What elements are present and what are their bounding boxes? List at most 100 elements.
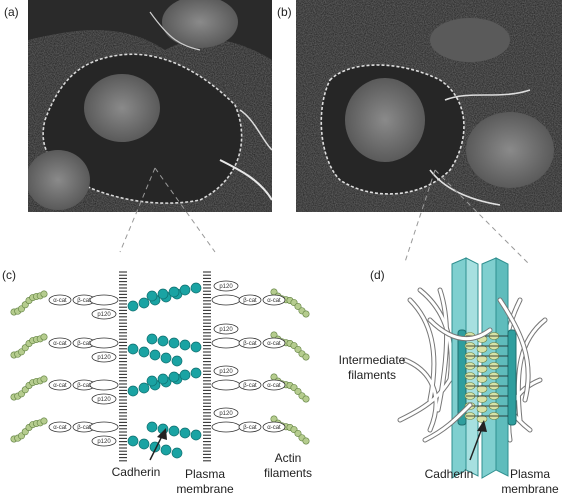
cadherin-bead bbox=[138, 382, 150, 394]
cadherin-bead bbox=[179, 427, 191, 439]
panel-label-c: (c) bbox=[2, 268, 16, 282]
actin-bead bbox=[40, 375, 48, 383]
catenin-label: α-cat bbox=[267, 341, 281, 347]
cadherin-bead bbox=[138, 297, 150, 309]
actin-bead bbox=[302, 353, 310, 361]
cadherin-bead bbox=[168, 337, 180, 349]
junction-rows: α-cat β-cat p120 p120 β-cat α-cat α-cat β-cat p1… bbox=[10, 280, 310, 459]
catenin-label: α-cat bbox=[53, 425, 67, 431]
diagram-c: α-cat β-cat p120 p120 β-cat α-cat α-cat β-cat p1… bbox=[10, 271, 312, 496]
cadherin-bead bbox=[190, 341, 202, 353]
p120-label: p120 bbox=[97, 439, 111, 445]
cadherin-arrow-d bbox=[469, 427, 483, 461]
catenin-oval bbox=[238, 337, 262, 349]
catenin-label: β-cat bbox=[77, 298, 91, 304]
catenin-oval bbox=[238, 421, 262, 433]
catenin-label: β-cat bbox=[77, 425, 91, 431]
label-intermediate-1: Intermediate bbox=[339, 353, 406, 367]
catenin-label: α-cat bbox=[53, 383, 67, 389]
desmosomal-cadherins bbox=[464, 332, 508, 423]
cadherin-bead bbox=[127, 343, 139, 355]
micrograph-b bbox=[296, 0, 562, 212]
p120-oval bbox=[213, 365, 239, 377]
p120-label: p120 bbox=[97, 312, 111, 318]
membrane-right bbox=[203, 271, 211, 462]
cadherin-bead bbox=[138, 346, 150, 358]
label-cadherin-d: Cadherin bbox=[425, 467, 474, 481]
catenin-oval bbox=[238, 379, 262, 391]
cadherin-bead bbox=[168, 425, 180, 437]
cadherin-tail bbox=[211, 294, 241, 306]
catenin-label: α-cat bbox=[267, 425, 281, 431]
zoom-connectors bbox=[119, 167, 531, 266]
cadherin-tail bbox=[89, 337, 119, 349]
cadherin-bead bbox=[171, 447, 183, 459]
desmosomal-knob bbox=[476, 405, 488, 413]
p120-label: p120 bbox=[219, 369, 233, 375]
cadherin-bead bbox=[157, 288, 169, 300]
cadherin-bead bbox=[160, 444, 172, 456]
cadherin-bead bbox=[146, 333, 158, 345]
cadherin-arrowhead bbox=[157, 428, 167, 440]
cadherin-tail bbox=[89, 379, 119, 391]
label-plasma-c-1: Plasma bbox=[185, 467, 225, 481]
cadherin-tail bbox=[211, 421, 241, 433]
cadherin-bead bbox=[127, 300, 139, 312]
catenin-oval bbox=[48, 421, 72, 433]
actin-bead bbox=[294, 302, 302, 310]
catenin-oval bbox=[238, 294, 262, 306]
actin-bead bbox=[40, 417, 48, 425]
cadherin-bead bbox=[146, 421, 158, 433]
cadherin-arrowhead-d bbox=[477, 420, 487, 432]
p120-label: p120 bbox=[219, 327, 233, 333]
catenin-label: α-cat bbox=[53, 298, 67, 304]
desmosomal-knob bbox=[476, 365, 488, 373]
cadherin-bead bbox=[168, 286, 180, 298]
cadherin-bead bbox=[190, 429, 202, 441]
plaque-right bbox=[507, 329, 517, 426]
cadherin-bead bbox=[127, 435, 139, 447]
p120-oval bbox=[91, 351, 117, 363]
label-actin-1: Actin bbox=[275, 451, 302, 465]
cadherin-bead bbox=[138, 438, 150, 450]
p120-oval bbox=[213, 323, 239, 335]
actin-bead bbox=[40, 290, 48, 298]
label-cadherin-c: Cadherin bbox=[112, 465, 161, 479]
p120-label: p120 bbox=[97, 355, 111, 361]
p120-label: p120 bbox=[219, 411, 233, 417]
cadherin-arrow bbox=[149, 435, 163, 461]
desmosomal-knob bbox=[476, 395, 488, 403]
catenin-label: β-cat bbox=[77, 341, 91, 347]
cadherin-bead bbox=[179, 284, 191, 296]
diagram-d: Intermediate filaments Cadherin Plasma m… bbox=[339, 257, 559, 496]
catenin-label: β-cat bbox=[243, 425, 257, 431]
actin-bead bbox=[302, 437, 310, 445]
cadherin-bead bbox=[157, 335, 169, 347]
catenin-label: α-cat bbox=[267, 383, 281, 389]
catenin-label: β-cat bbox=[243, 341, 257, 347]
cadherin-tail bbox=[211, 379, 241, 391]
cadherin-bead bbox=[160, 352, 172, 364]
catenin-oval bbox=[262, 294, 286, 306]
desmosomal-knob bbox=[476, 355, 488, 363]
actin-bead bbox=[302, 395, 310, 403]
catenin-oval bbox=[48, 337, 72, 349]
desmosomal-knob bbox=[476, 385, 488, 393]
catenin-oval bbox=[262, 337, 286, 349]
cadherin-bead bbox=[146, 375, 158, 387]
cadherin-bead bbox=[190, 282, 202, 294]
cadherin-bead bbox=[179, 339, 191, 351]
p120-label: p120 bbox=[97, 397, 111, 403]
cadherin-bead bbox=[190, 367, 202, 379]
cadherin-bead bbox=[171, 355, 183, 367]
cadherin-tail bbox=[89, 421, 119, 433]
actin-bead bbox=[294, 387, 302, 395]
catenin-oval bbox=[48, 379, 72, 391]
p120-label: p120 bbox=[219, 284, 233, 290]
catenin-label: α-cat bbox=[267, 298, 281, 304]
cadherin-bead bbox=[149, 349, 161, 361]
label-plasma-d-1: Plasma bbox=[510, 467, 550, 481]
panel-label-b: (b) bbox=[277, 5, 292, 19]
label-actin-2: filaments bbox=[264, 466, 312, 480]
